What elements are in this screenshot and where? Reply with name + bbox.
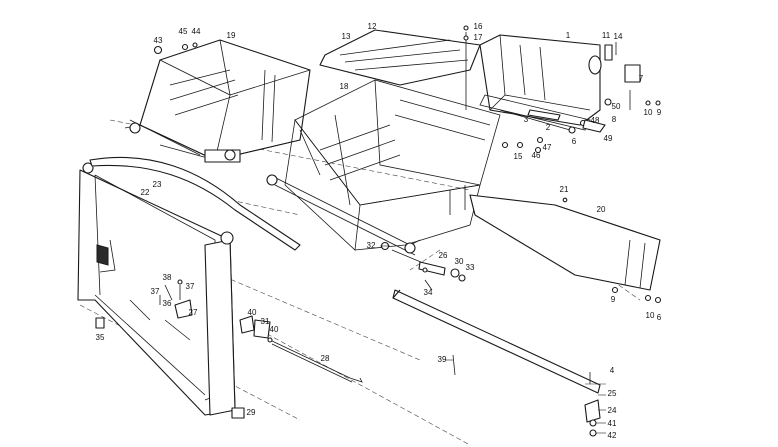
callout-14: 14 xyxy=(613,32,623,41)
callout-35: 35 xyxy=(95,333,105,342)
part-28-rod xyxy=(269,339,363,383)
callout-3: 3 xyxy=(523,115,529,124)
callout-19: 19 xyxy=(226,31,236,40)
part-20-side-panel xyxy=(469,194,661,291)
callout-40a: 40 xyxy=(247,308,257,317)
part-19-rear-frame xyxy=(124,39,311,163)
callout-24: 24 xyxy=(607,406,617,415)
callout-6a: 6 xyxy=(571,137,577,146)
callout-7: 7 xyxy=(638,74,644,83)
callout-1: 1 xyxy=(565,31,571,40)
clip-hardware xyxy=(239,315,273,343)
callout-25: 25 xyxy=(607,389,617,398)
callout-48: 48 xyxy=(590,116,600,125)
part-25-rail xyxy=(392,289,601,394)
callout-2: 2 xyxy=(545,123,551,132)
callout-18: 18 xyxy=(339,82,349,91)
part-22-front-frame xyxy=(77,162,236,416)
leader-lines xyxy=(380,245,606,434)
callout-36: 36 xyxy=(162,299,172,308)
part-1-hopper xyxy=(479,34,602,131)
callout-16: 16 xyxy=(473,22,483,31)
callout-12: 12 xyxy=(367,22,377,31)
callout-47: 47 xyxy=(542,143,552,152)
callout-20: 20 xyxy=(596,205,606,214)
callout-43: 43 xyxy=(153,36,163,45)
callout-13: 13 xyxy=(341,32,351,41)
callout-10b: 10 xyxy=(645,311,655,320)
callout-50: 50 xyxy=(611,102,621,111)
callout-8: 8 xyxy=(611,115,617,124)
callout-31: 31 xyxy=(260,317,270,326)
callout-9b: 9 xyxy=(610,295,616,304)
callout-37b: 37 xyxy=(185,282,195,291)
callout-15: 15 xyxy=(513,152,523,161)
latch-hardware xyxy=(159,279,193,319)
callout-39: 39 xyxy=(437,355,447,364)
callout-11: 11 xyxy=(601,31,611,40)
hopper-hardware xyxy=(516,42,661,149)
callout-26: 26 xyxy=(438,251,448,260)
callout-32: 32 xyxy=(366,241,376,250)
callout-27: 27 xyxy=(188,308,198,317)
callout-49: 49 xyxy=(603,134,613,143)
bolt-hardware xyxy=(95,197,662,419)
callout-6b: 6 xyxy=(656,313,662,322)
callout-4: 4 xyxy=(609,366,615,375)
callout-41: 41 xyxy=(607,419,617,428)
callout-46: 46 xyxy=(531,151,541,160)
callout-34: 34 xyxy=(423,288,433,297)
callout-22: 22 xyxy=(140,188,150,197)
callout-33: 33 xyxy=(465,263,475,272)
axle-hardware xyxy=(380,241,466,291)
callout-42: 42 xyxy=(607,431,617,440)
callout-28: 28 xyxy=(320,354,330,363)
callout-44: 44 xyxy=(191,27,201,36)
part-12-top-tray xyxy=(319,29,481,86)
callout-9a: 9 xyxy=(656,108,662,117)
callout-23: 23 xyxy=(152,180,162,189)
callout-29: 29 xyxy=(246,408,256,417)
callout-37a: 37 xyxy=(150,287,160,296)
part-23-curved-strip xyxy=(89,156,301,251)
callout-21: 21 xyxy=(559,185,569,194)
callout-10a: 10 xyxy=(643,108,653,117)
callout-38: 38 xyxy=(162,273,172,282)
callout-17: 17 xyxy=(473,33,483,42)
callout-30: 30 xyxy=(454,257,464,266)
callout-45: 45 xyxy=(178,27,188,36)
callout-40b: 40 xyxy=(269,325,279,334)
top-hardware xyxy=(153,25,542,154)
part-18-main-frame xyxy=(266,79,501,256)
